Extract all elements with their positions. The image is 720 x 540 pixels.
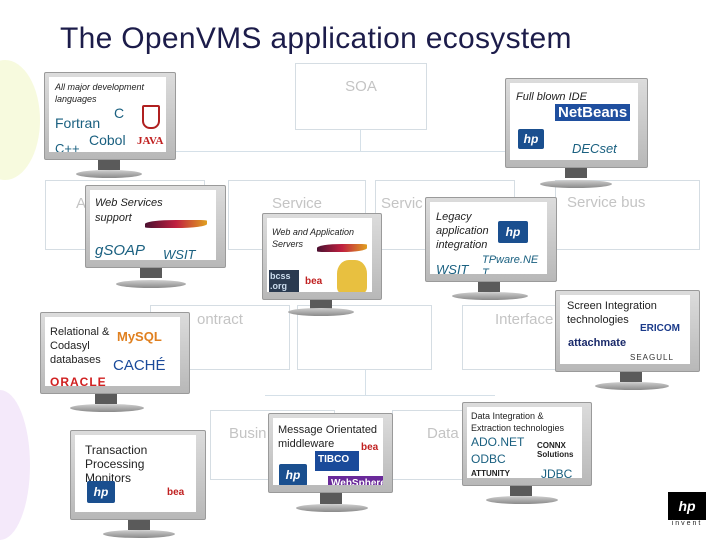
- box-label: Busin: [229, 425, 267, 442]
- monitor-base: [116, 280, 186, 288]
- apache-feather-icon: [317, 244, 367, 252]
- monitor-stand: [478, 280, 500, 292]
- monitor-base: [103, 530, 175, 538]
- bea-logo: bea: [361, 442, 379, 453]
- ericom-logo: ERICOM: [640, 323, 680, 334]
- lang-cpp: C++: [55, 141, 80, 152]
- seagull-logo: SEAGULL: [630, 353, 674, 362]
- monitor-stand: [620, 370, 642, 382]
- monitor-base: [452, 292, 528, 300]
- connector: [360, 130, 361, 152]
- monitor-data-integration: Data Integration & Extraction technologi…: [462, 402, 592, 486]
- caption: Relational & Codasyl databases: [50, 326, 110, 366]
- hp-logo: hp: [279, 464, 307, 485]
- wsit-label: WSIT: [436, 262, 469, 274]
- lang-cobol: Cobol: [89, 132, 126, 148]
- monitor-stand: [565, 166, 587, 178]
- box-label: SOA: [345, 78, 377, 95]
- monitor-stand: [510, 484, 532, 496]
- decorative-flower: [0, 390, 30, 540]
- bea-logo: bea: [167, 487, 185, 498]
- cache-logo: CACHÉ: [113, 357, 166, 374]
- hp-logo: hp: [87, 481, 115, 503]
- monitor-base: [70, 404, 144, 412]
- monitor-base: [595, 382, 669, 390]
- lang-c: C: [114, 105, 125, 121]
- monitor-ide: Full blown IDE NetBeans hp DECset: [505, 78, 648, 168]
- box-label: Data: [427, 425, 459, 442]
- chart-box: [555, 180, 700, 250]
- jdbc-label: JDBC: [541, 467, 573, 478]
- monitor-transaction-processing: Transaction Processing Monitors hp bea: [70, 430, 206, 520]
- lang-fortran: Fortran: [55, 115, 101, 131]
- oracle-logo: ORACLE: [50, 375, 107, 386]
- tpware-label: TPware.NE T: [482, 254, 539, 274]
- attunity-logo: ATTUNITY: [471, 469, 510, 478]
- monitor-base: [296, 504, 368, 512]
- odbc-label: ODBC: [471, 452, 506, 466]
- chart-box-soa: SOA: [295, 63, 427, 130]
- java-logo: JAVA: [137, 135, 164, 147]
- adonet-label: ADO.NET: [471, 435, 525, 449]
- tomcat-icon: [337, 260, 367, 292]
- monitor-base: [288, 308, 354, 316]
- bea-logo: bea: [305, 276, 323, 287]
- monitor-stand: [98, 158, 120, 170]
- caption: Web and Application Servers: [272, 227, 355, 249]
- monitor-web-services: Web Services support gSOAP WSIT: [85, 185, 226, 268]
- box-label-service-bus: Service bus: [567, 194, 646, 211]
- monitor-stand: [320, 492, 342, 504]
- box-label: Interface: [495, 311, 554, 328]
- wsit-label: WSIT: [163, 247, 196, 260]
- hp-logo: hp: [518, 129, 544, 149]
- monitor-base: [76, 170, 142, 178]
- hp-mark: hp: [668, 492, 706, 520]
- box-label: Servic: [381, 195, 423, 212]
- hp-tagline: invent: [671, 520, 703, 527]
- monitor-screen-integration: Screen Integration technologies ERICOM a…: [555, 290, 700, 372]
- caption: Web Services support: [95, 197, 163, 224]
- mysql-logo: MySQL: [117, 329, 162, 344]
- websphere-logo: WebSphere: [328, 476, 383, 485]
- caption: Data Integration & Extraction technologi…: [471, 411, 565, 433]
- connector: [265, 395, 495, 396]
- monitor-languages: All major development languages C Fortra…: [44, 72, 176, 160]
- connector: [120, 151, 610, 152]
- monitor-app-servers: Web and Application Servers bcss .org be…: [262, 213, 382, 300]
- gsoap-label: gSOAP: [95, 242, 146, 259]
- connector: [365, 370, 366, 395]
- decorative-flower: [0, 60, 40, 180]
- caption: Transaction Processing Monitors: [85, 443, 148, 485]
- monitor-stand: [310, 298, 332, 310]
- monitor-stand: [140, 266, 162, 278]
- tibco-logo: TIBCO: [315, 451, 359, 471]
- monitor-databases: Relational & Codasyl databases MySQL CAC…: [40, 312, 190, 394]
- caption: All major development languages: [55, 82, 145, 104]
- jboss-logo: bcss .org: [269, 270, 299, 292]
- caption: Full blown IDE: [516, 91, 587, 103]
- monitor-stand: [128, 518, 150, 530]
- monitor-message-middleware: Message Orientated middleware bea TIBCO …: [268, 413, 393, 493]
- caption: Screen Integration technologies: [567, 300, 657, 326]
- hp-logo: hp: [498, 221, 528, 243]
- apache-feather-icon: [145, 220, 207, 228]
- box-label: Service: [271, 195, 323, 212]
- netbeans-logo: NetBeans: [555, 104, 631, 121]
- connx-logo: CONNX Solutions: [537, 441, 574, 459]
- java-cup-icon: [142, 105, 160, 129]
- decset-label: DECset: [572, 141, 617, 156]
- caption: Legacy application integration: [436, 211, 489, 251]
- hp-corner-logo: hp invent: [668, 492, 706, 532]
- attachmate-logo: attachmate: [568, 337, 627, 349]
- monitor-base: [540, 180, 612, 188]
- page-title: The OpenVMS application ecosystem: [60, 22, 572, 55]
- monitor-stand: [95, 392, 117, 404]
- box-label: A: [76, 195, 87, 212]
- monitor-legacy: Legacy application integration hp WSIT T…: [425, 197, 557, 282]
- monitor-base: [486, 496, 558, 504]
- box-label: ontract: [197, 311, 243, 328]
- caption: Message Orientated middleware: [278, 424, 378, 450]
